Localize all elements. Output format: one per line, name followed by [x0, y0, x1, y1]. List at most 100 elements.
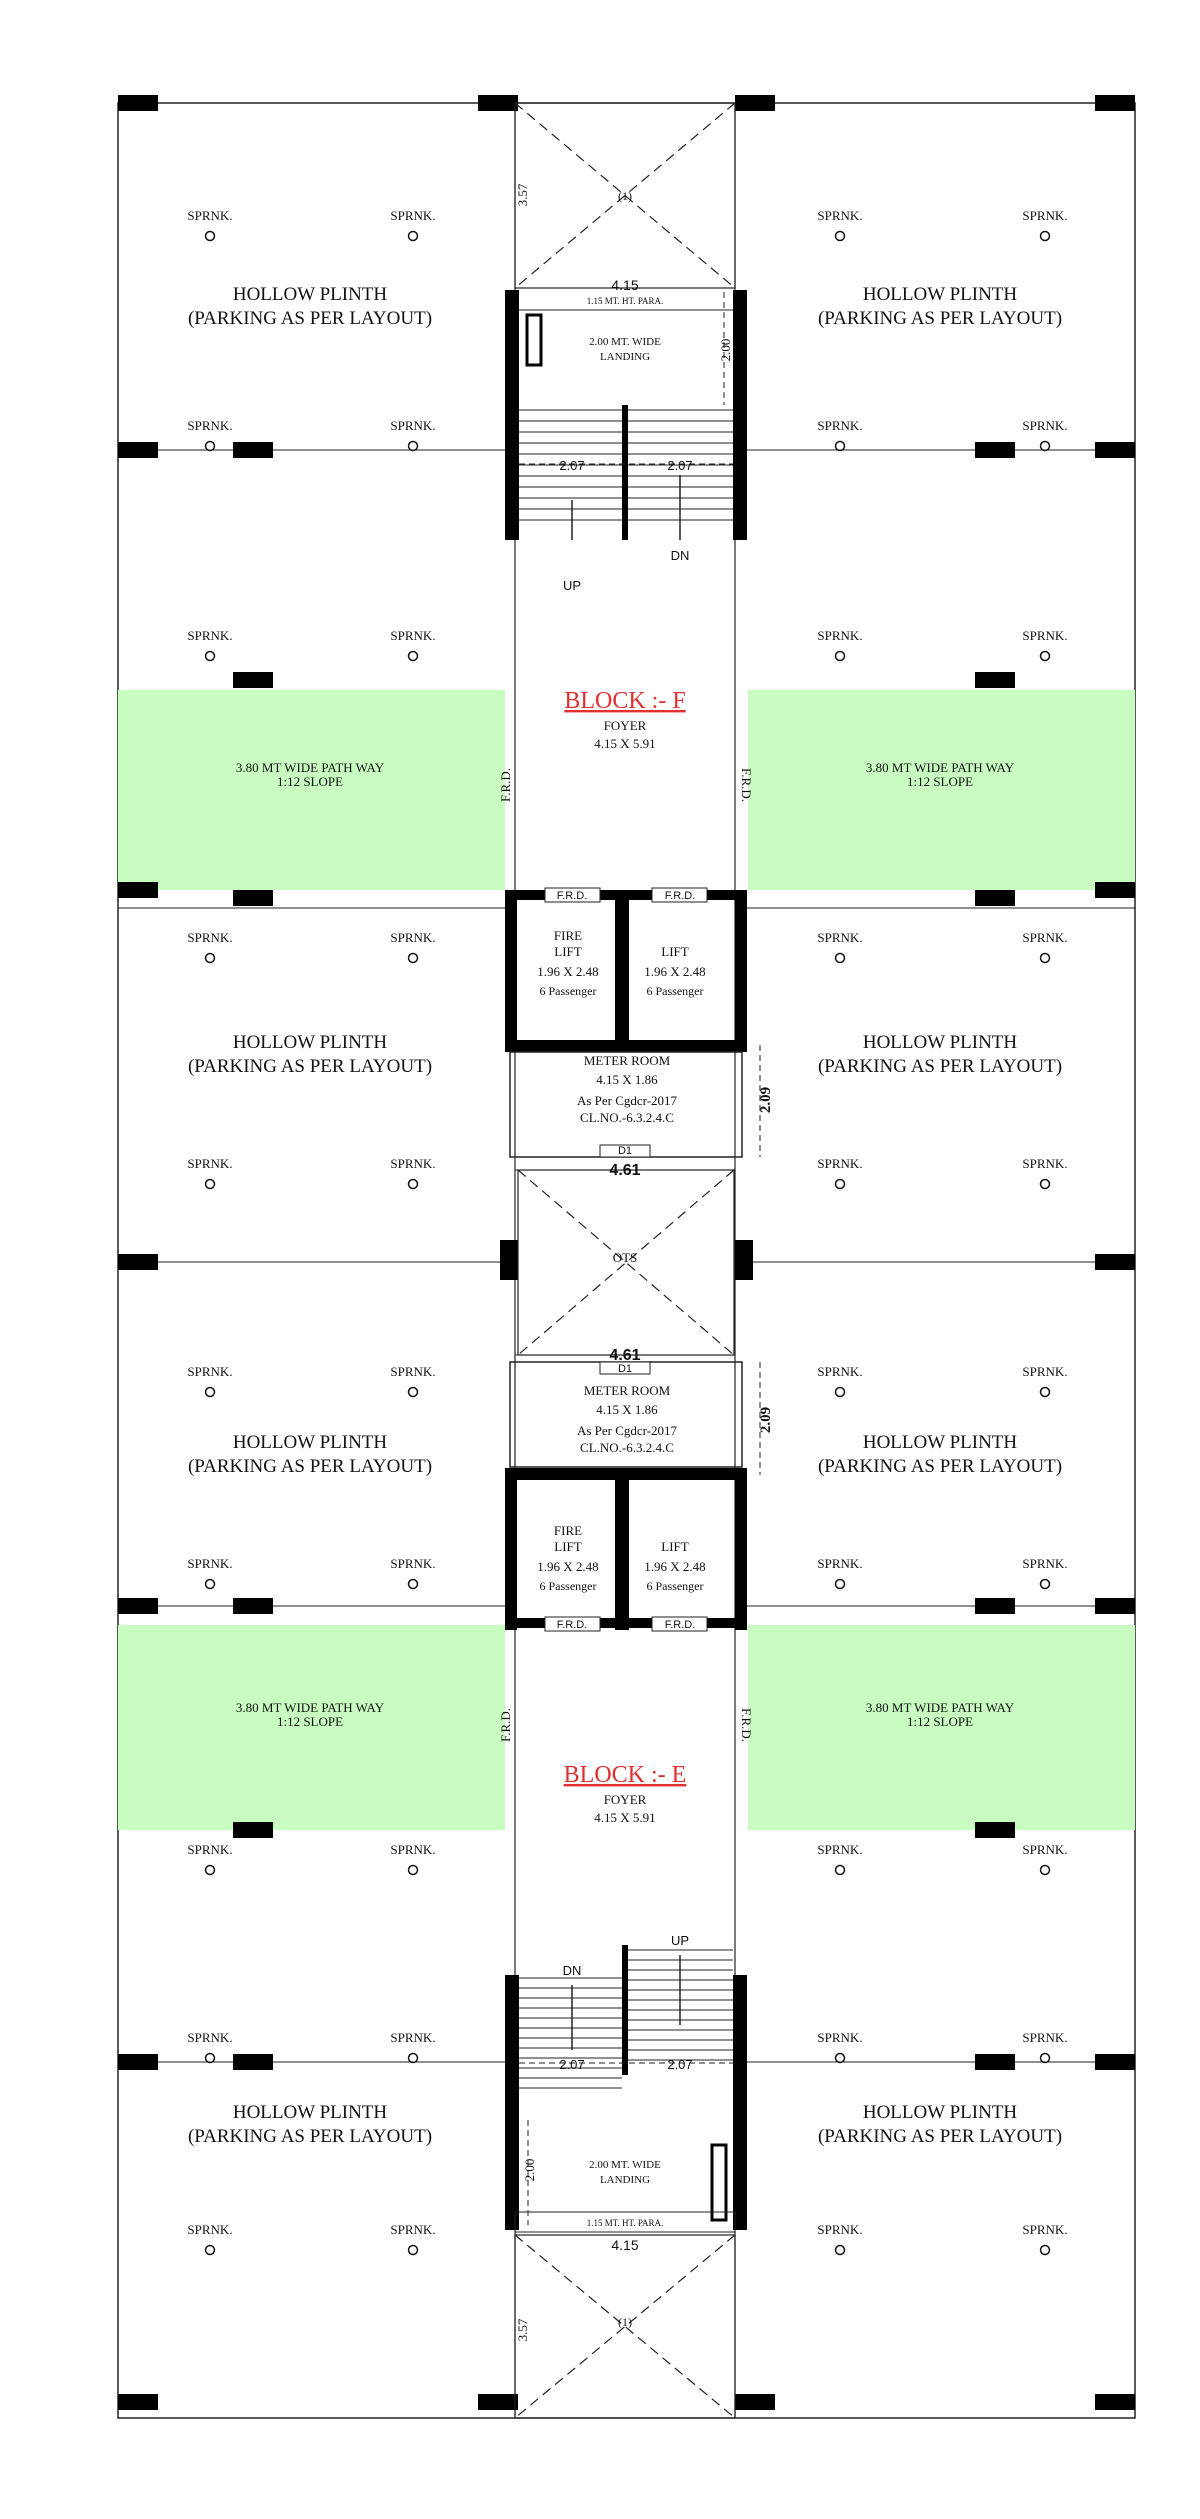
lift-size: 1.96 X 2.48	[644, 1559, 705, 1574]
dn-label: DN	[563, 1963, 582, 1978]
parking-layout-label: (PARKING AS PER LAYOUT)	[188, 2126, 432, 2147]
sprinkler-label: SPRNK.	[390, 1842, 435, 1857]
fire-lift-label: LIFT	[554, 1539, 582, 1554]
pathway-right	[748, 690, 1135, 890]
parapet-label: 1.15 MT. HT. PARA.	[587, 2218, 664, 2228]
column	[500, 1240, 518, 1280]
sprinkler-icon	[407, 2244, 419, 2256]
sprinkler-icon	[204, 650, 216, 662]
sprinkler-label: SPRNK.	[1022, 1156, 1067, 1171]
sprinkler-icon	[204, 1578, 216, 1590]
sprinkler-label: SPRNK.	[1022, 628, 1067, 643]
pathway-slope: 1:12 SLOPE	[277, 774, 343, 789]
sprinkler-label: SPRNK.	[1022, 2222, 1067, 2237]
sprinkler-icon	[407, 440, 419, 452]
frd-door	[544, 1616, 601, 1632]
sprinkler-icon	[407, 1178, 419, 1190]
column	[233, 672, 273, 688]
meter-note: As Per Cgdcr-2017	[577, 1093, 678, 1108]
column	[975, 672, 1015, 688]
ots-label: OTS	[613, 1250, 638, 1265]
landing-label: LANDING	[600, 351, 650, 363]
frd-door	[651, 1616, 708, 1632]
foyer-label: FOYER	[604, 1792, 647, 1807]
dn-label: DN	[671, 548, 690, 563]
lift-size: 1.96 X 2.48	[537, 1559, 598, 1574]
foyer-size: 4.15 X 5.91	[594, 1810, 655, 1825]
sprinkler-icon	[834, 2244, 846, 2256]
pathway-label: 3.80 MT WIDE PATH WAY	[236, 760, 385, 775]
dim-4-15: 4.15	[611, 277, 638, 293]
stair-wall-left	[505, 1975, 519, 2230]
sprinkler-icon	[407, 1578, 419, 1590]
column	[1095, 2054, 1135, 2070]
sprinkler-label: SPRNK.	[1022, 2030, 1067, 2045]
lift-wall	[615, 1475, 629, 1630]
void-mark: (1)	[618, 189, 632, 203]
block-e-title: BLOCK :- E	[564, 1762, 687, 1788]
fire-lift-label: FIRE	[554, 928, 582, 943]
parapet-label: 1.15 MT. HT. PARA.	[587, 296, 664, 306]
parapet-band	[514, 2211, 736, 2233]
d1-door	[599, 1361, 651, 1375]
landing-label: 2.00 MT. WIDE	[589, 2159, 661, 2171]
sprinkler-label: SPRNK.	[390, 1556, 435, 1571]
sprinkler-label: SPRNK.	[1022, 418, 1067, 433]
sprinkler-label: SPRNK.	[187, 418, 232, 433]
lift-wall	[735, 890, 747, 1050]
landing-fixture	[525, 313, 543, 367]
sprinkler-label: SPRNK.	[187, 2222, 232, 2237]
column	[1095, 95, 1135, 111]
dim-2-00: 2.00	[522, 2159, 537, 2182]
column	[118, 2394, 158, 2410]
column	[1095, 882, 1135, 898]
dim-2-07: 2.07	[667, 458, 692, 473]
column	[233, 1822, 273, 1838]
pathway-label: 3.80 MT WIDE PATH WAY	[236, 1700, 385, 1715]
column	[233, 1598, 273, 1614]
sprinkler-label: SPRNK.	[1022, 930, 1067, 945]
sprinkler-icon	[1039, 952, 1051, 964]
foyer-label: FOYER	[604, 718, 647, 733]
sprinkler-icon	[834, 230, 846, 242]
column	[1095, 1598, 1135, 1614]
lift-wall	[505, 1470, 517, 1630]
sprinkler-label: SPRNK.	[817, 418, 862, 433]
column	[1095, 1254, 1135, 1270]
dim-2-00: 2.00	[718, 339, 733, 362]
column	[975, 1822, 1015, 1838]
sprinkler-label: SPRNK.	[390, 1156, 435, 1171]
frd-label: F.R.D.	[665, 890, 696, 902]
hollow-plinth-label: HOLLOW PLINTH	[233, 1432, 388, 1453]
column	[735, 2394, 775, 2410]
meter-note: CL.NO.-6.3.2.4.C	[580, 1110, 674, 1125]
frd-label: F.R.D.	[665, 1619, 696, 1631]
frd-label: F.R.D.	[557, 1619, 588, 1631]
sprinkler-label: SPRNK.	[187, 1156, 232, 1171]
lift-wall	[615, 890, 629, 1045]
sprinkler-label: SPRNK.	[817, 930, 862, 945]
sprinkler-label: SPRNK.	[390, 1364, 435, 1379]
column	[1095, 442, 1135, 458]
sprinkler-icon	[204, 1386, 216, 1398]
sprinkler-icon	[407, 952, 419, 964]
column	[975, 442, 1015, 458]
stair-mid-wall	[622, 1945, 628, 2075]
lift-label: LIFT	[661, 1539, 689, 1554]
parking-layout-label: (PARKING AS PER LAYOUT)	[188, 1056, 432, 1077]
lift-size: 1.96 X 2.48	[537, 964, 598, 979]
bottom-void	[514, 2234, 736, 2419]
dim-2-07: 2.07	[667, 2057, 692, 2072]
parking-layout-label: (PARKING AS PER LAYOUT)	[188, 308, 432, 329]
sprinkler-label: SPRNK.	[1022, 208, 1067, 223]
sprinkler-label: SPRNK.	[817, 1842, 862, 1857]
sprinkler-icon	[204, 1864, 216, 1876]
lift-capacity: 6 Passenger	[540, 1579, 597, 1593]
hollow-plinth-label: HOLLOW PLINTH	[863, 1032, 1018, 1053]
lift-wall-top	[505, 890, 747, 900]
sprinkler-label: SPRNK.	[817, 628, 862, 643]
pathway-slope: 1:12 SLOPE	[907, 1714, 973, 1729]
lift-label: LIFT	[661, 944, 689, 959]
column	[118, 882, 158, 898]
sprinkler-icon	[834, 650, 846, 662]
